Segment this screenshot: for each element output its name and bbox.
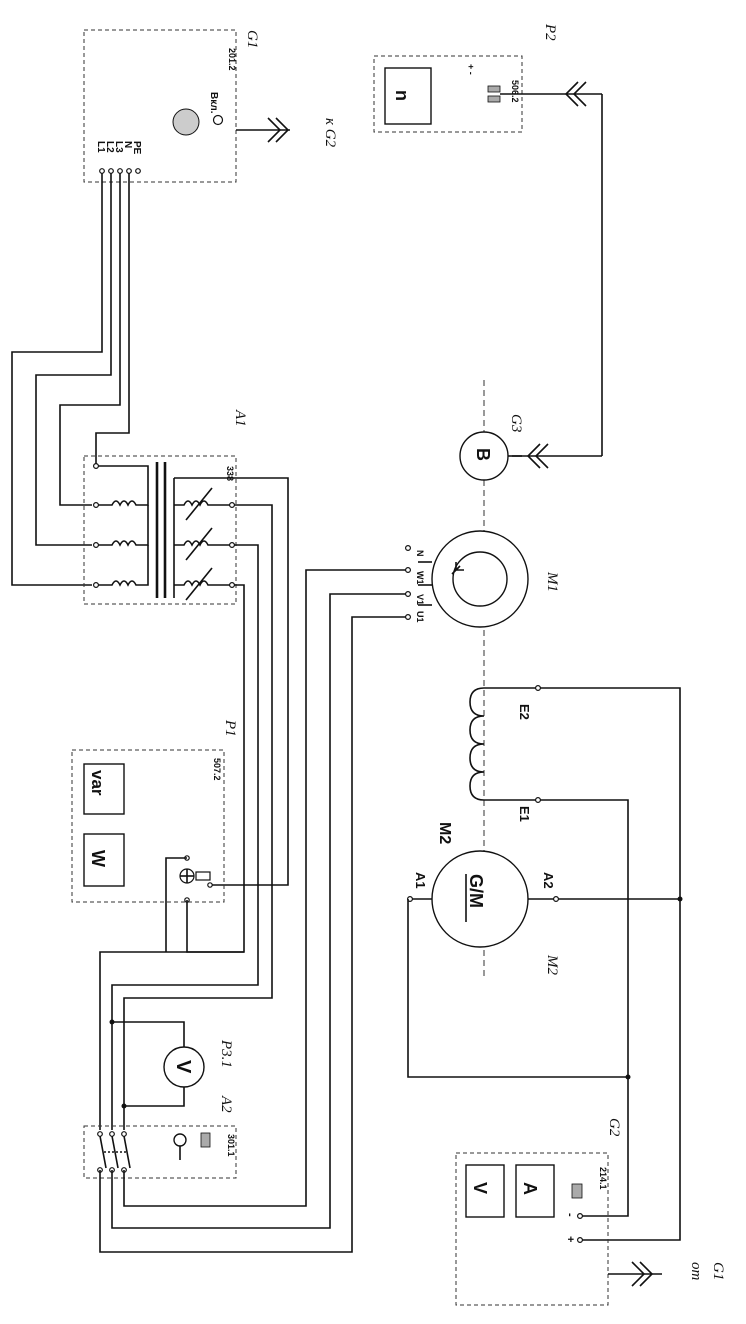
g1-pe: PE xyxy=(131,141,142,155)
g2-v: V xyxy=(470,1182,490,1194)
g1-power-block: 201.2 G1 Вкл. L1 L2 L3 N PE к G2 xyxy=(83,29,338,183)
a1-transformer-block: 338 A1 xyxy=(83,409,248,605)
p1-code: 507.2 xyxy=(212,758,222,781)
g3-encoder: B G3 xyxy=(459,414,524,481)
excitation-winding: E2 E1 xyxy=(469,684,681,1241)
a1-code: 338 xyxy=(225,466,235,481)
p31-v: V xyxy=(172,1060,194,1074)
a2-code: 301.1 xyxy=(226,1134,236,1157)
m2-a1: A1 xyxy=(413,872,428,889)
m2-a2: A2 xyxy=(541,872,556,889)
p31-voltmeter: V P3.1 xyxy=(109,1019,234,1109)
g1-l2: L2 xyxy=(104,141,115,153)
g2-a: A xyxy=(520,1182,540,1195)
g2-a-display xyxy=(515,1164,555,1218)
p2-speed-meter-block: n + - 506.2 P2 xyxy=(373,23,603,469)
e2-label: E2 xyxy=(517,704,532,720)
p31-label: P3.1 xyxy=(218,1039,234,1068)
g3-label: G3 xyxy=(508,414,524,432)
m1-n: N xyxy=(415,550,425,557)
m1-u1: U1 xyxy=(415,611,425,623)
g1-l1: L1 xyxy=(95,141,106,153)
e1-label: E1 xyxy=(517,806,532,822)
p1-w: W xyxy=(88,850,108,867)
p2-sign: + - xyxy=(466,64,476,75)
a1-label: A1 xyxy=(232,409,248,427)
from-g1-b: G1 xyxy=(710,1262,726,1280)
from-g1-a: от xyxy=(688,1262,704,1281)
g2-v-display xyxy=(465,1164,505,1218)
m1-motor: N W1 V1 U1 M1 xyxy=(405,380,560,980)
g2-code: 214.1 xyxy=(598,1167,608,1190)
g1-indicator-icon xyxy=(212,114,224,126)
g2-indicator xyxy=(571,1183,583,1199)
g2-minus: - xyxy=(564,1213,576,1217)
g2-plus: + xyxy=(564,1236,576,1242)
p2-code: 506.2 xyxy=(510,80,520,103)
p1-wiring xyxy=(165,857,244,953)
g1-switch-label: Вкл. xyxy=(208,92,219,114)
a2-switch-knob[interactable] xyxy=(173,1133,187,1147)
a2-to-m1-wires xyxy=(99,569,406,1253)
to-g2-label: к G2 xyxy=(322,118,338,148)
g2-dc-supply-block: G2 214.1 V A - + от G1 xyxy=(455,1118,726,1306)
a2-switch-block: A2 301.1 xyxy=(83,1095,237,1179)
m2-dc-machine: G/M M2 M2 A1 A2 xyxy=(407,822,683,1080)
g1-to-a1-cables xyxy=(11,173,130,586)
g1-power-button[interactable] xyxy=(172,108,200,136)
p1-var: var xyxy=(88,770,107,796)
m2-center: G/M xyxy=(466,874,486,908)
g1-code: 201.2 xyxy=(227,48,237,71)
m2-top: M2 xyxy=(436,822,453,844)
g1-l3: L3 xyxy=(113,141,124,153)
p2-display xyxy=(384,67,432,125)
p1-label: P1 xyxy=(222,719,238,737)
g1-label: G1 xyxy=(244,30,260,48)
m2-bottom: M2 xyxy=(544,954,560,975)
p1-power-meter-block: 507.2 P1 var W xyxy=(71,719,238,903)
g1-n: N xyxy=(122,141,133,148)
a2-indicator xyxy=(200,1132,211,1148)
p2-label: P2 xyxy=(542,23,558,41)
p1-w-display xyxy=(83,833,125,887)
g3-b: B xyxy=(473,448,493,461)
m1-v1: V1 xyxy=(415,594,425,605)
a2-label: A2 xyxy=(218,1095,234,1113)
a1-output-wires xyxy=(99,477,289,1130)
m1-label: M1 xyxy=(544,571,560,592)
g2-label: G2 xyxy=(606,1118,622,1137)
m1-w1: W1 xyxy=(415,571,425,585)
p1-var-display xyxy=(83,763,125,815)
p2-n: n xyxy=(392,90,412,101)
